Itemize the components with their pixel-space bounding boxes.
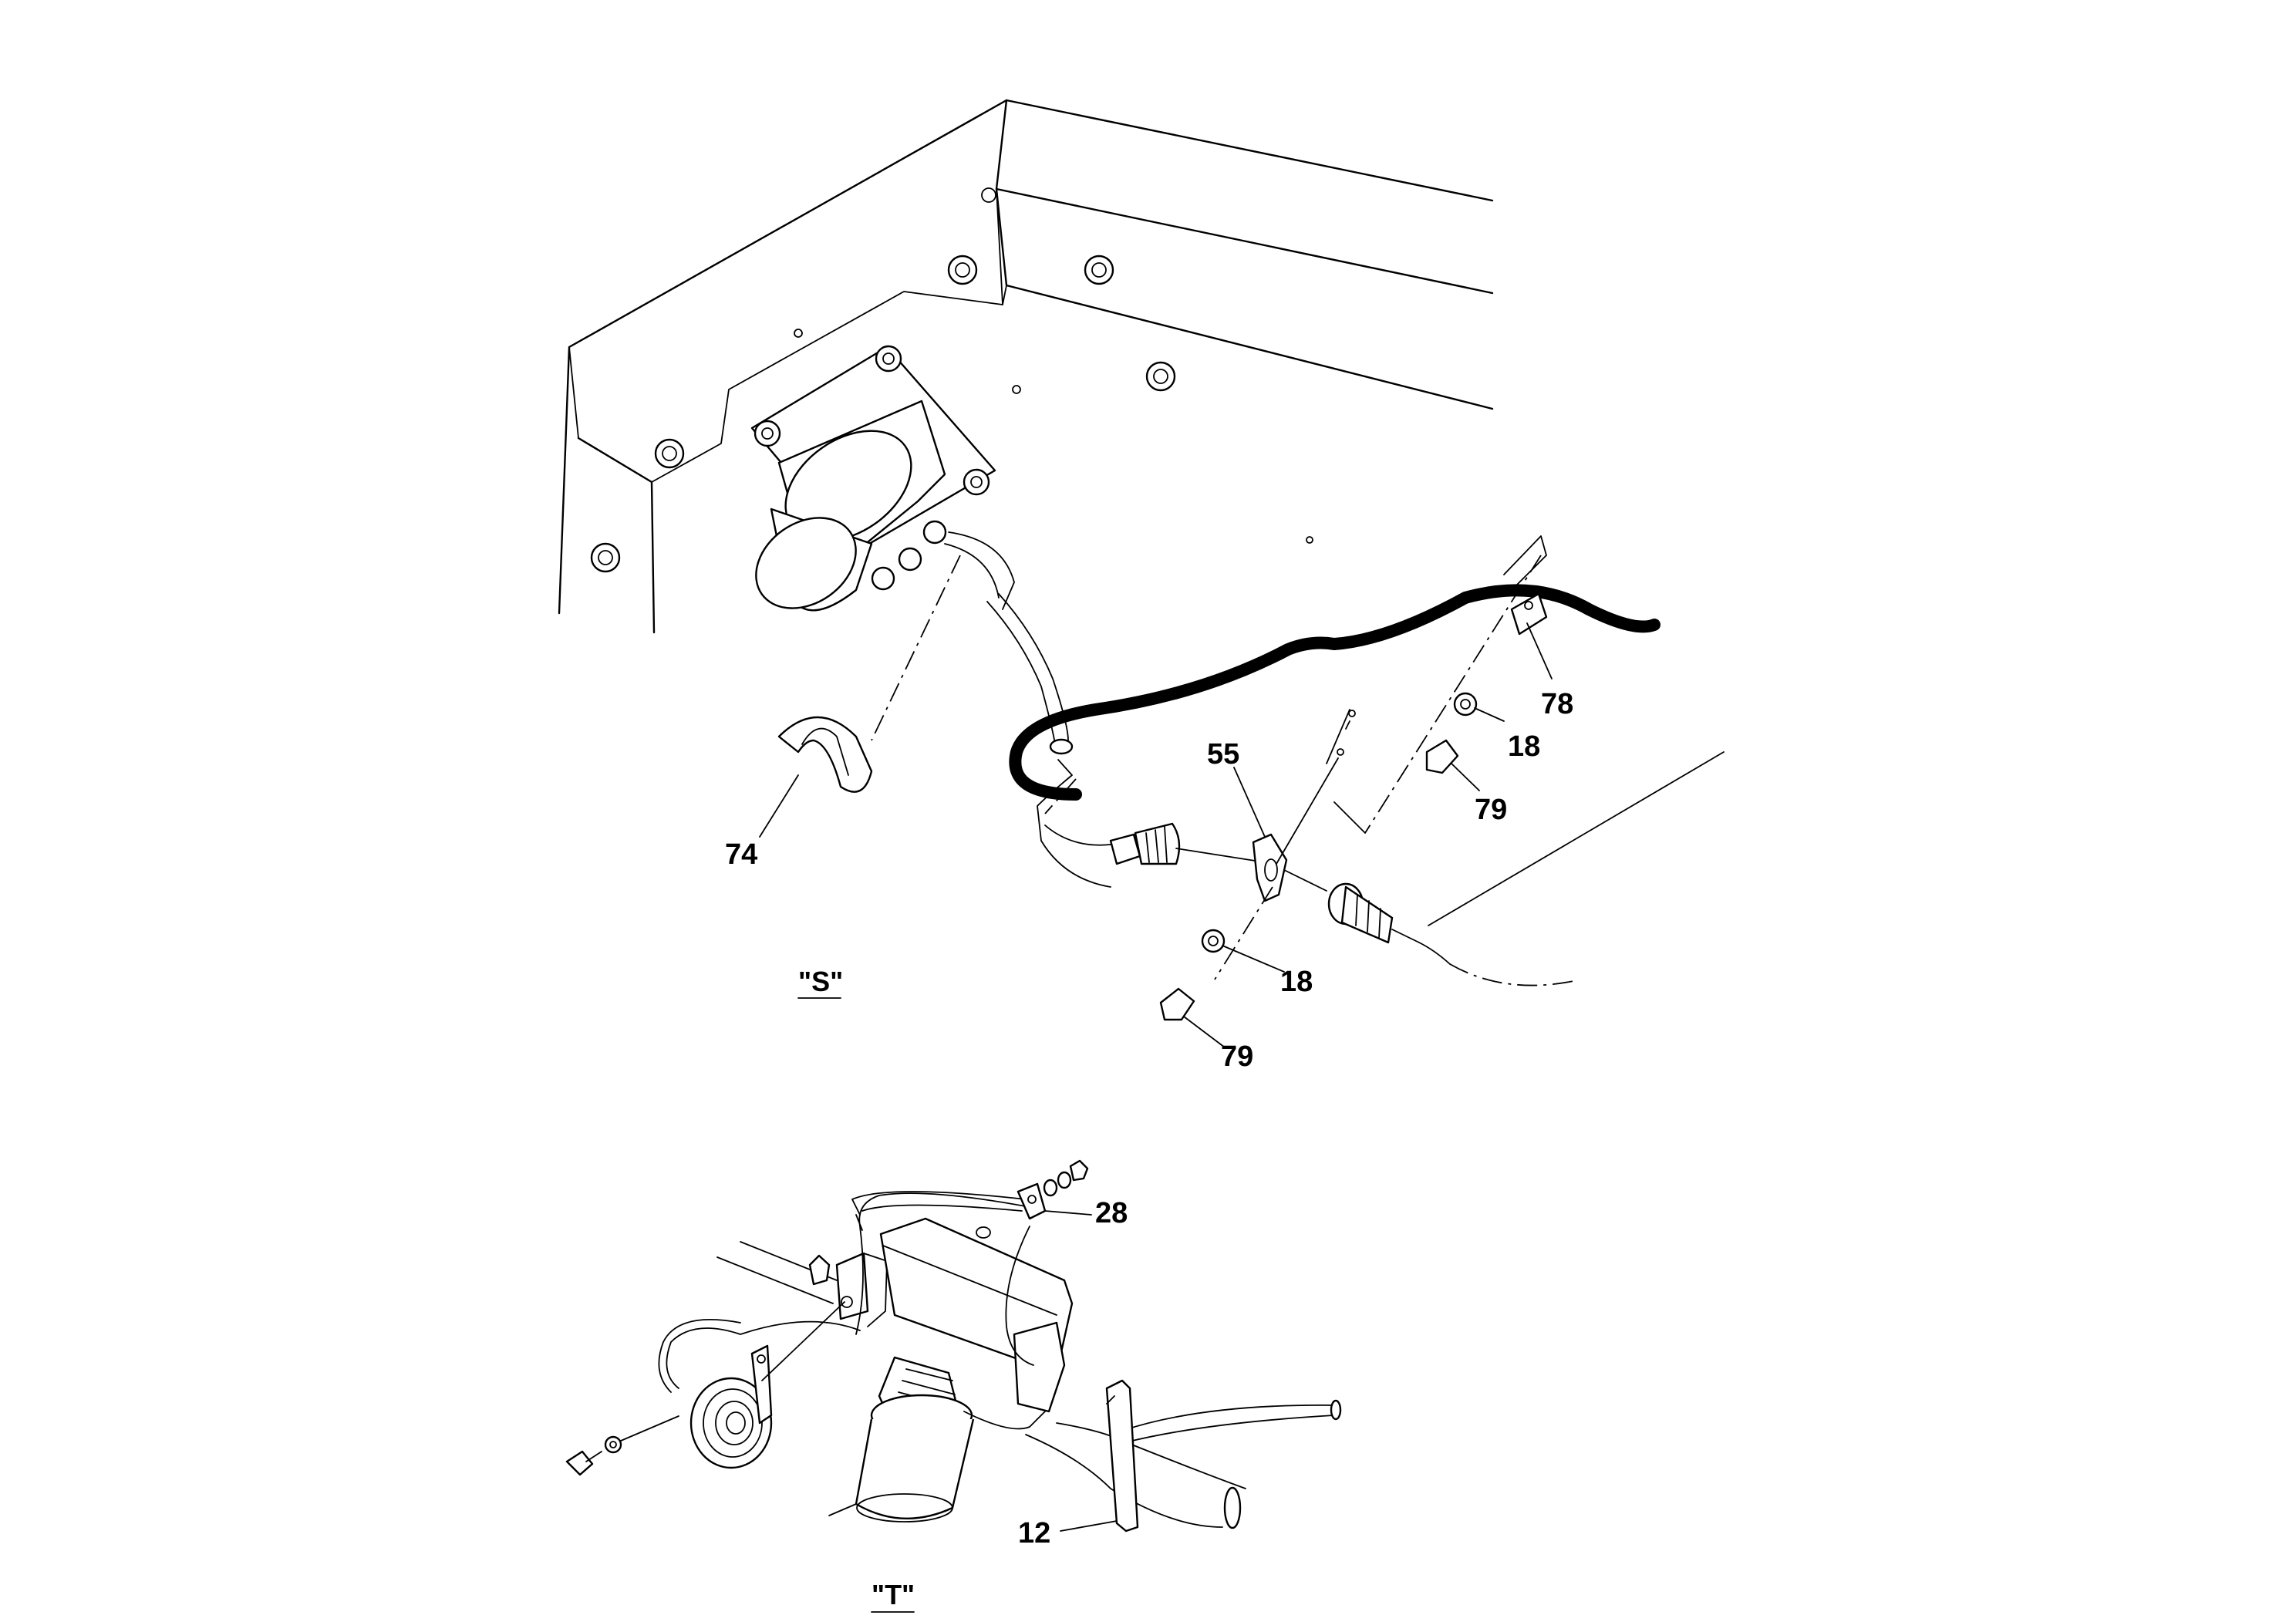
callout-28: 28 bbox=[1095, 1197, 1128, 1229]
leader-12 bbox=[1060, 1520, 1118, 1532]
callout-74: 74 bbox=[725, 838, 757, 871]
frame-bolts bbox=[590, 187, 1313, 573]
bolt-part bbox=[1159, 987, 1195, 1021]
bolt-part bbox=[1425, 739, 1459, 774]
clamp-hardware bbox=[855, 1159, 1089, 1366]
leader-18a bbox=[1474, 707, 1505, 722]
callout-79: 79 bbox=[1475, 794, 1507, 826]
solenoid-unit bbox=[750, 345, 1015, 612]
cable-bracket bbox=[1333, 535, 1548, 834]
hose-assembly bbox=[1025, 1379, 1342, 1533]
bolt-head-icon bbox=[1084, 255, 1114, 285]
callout-12: 12 bbox=[1018, 1517, 1050, 1549]
leader-18b bbox=[1222, 945, 1285, 973]
svg-text:"T": "T" bbox=[872, 1579, 915, 1610]
motor-cylinder bbox=[828, 1356, 1046, 1523]
leader-55 bbox=[1233, 767, 1266, 838]
frame-panel bbox=[558, 99, 1725, 926]
u-clip-part bbox=[777, 716, 873, 793]
bolt-head-icon bbox=[1145, 361, 1176, 392]
leader-78 bbox=[1526, 622, 1553, 679]
callout-18: 18 bbox=[1508, 730, 1540, 763]
view-s-assembly: 74 55 78 18 79 18 79 "S" bbox=[558, 99, 1725, 1073]
leader-79b bbox=[1183, 1016, 1226, 1048]
callout-55: 55 bbox=[1207, 738, 1239, 771]
callout-79: 79 bbox=[1221, 1040, 1253, 1073]
bolt-head-icon bbox=[654, 438, 685, 469]
screw-part bbox=[565, 1415, 679, 1476]
svg-text:"S": "S" bbox=[798, 966, 843, 997]
bolt-head-icon bbox=[947, 255, 978, 285]
leader-79a bbox=[1451, 763, 1480, 791]
view-t-assembly: 28 12 "T" bbox=[565, 1159, 1342, 1613]
main-cable bbox=[1009, 584, 1660, 801]
leader-28 bbox=[1044, 1210, 1092, 1216]
wiring-loom bbox=[871, 555, 1111, 888]
view-label-t: "T" bbox=[871, 1579, 915, 1613]
view-label-s: "S" bbox=[797, 966, 843, 999]
washer-part bbox=[1201, 929, 1226, 953]
washer-part bbox=[1453, 692, 1478, 717]
horn-part bbox=[658, 1301, 861, 1469]
bolt-head-icon bbox=[590, 542, 621, 573]
callout-78: 78 bbox=[1541, 688, 1573, 720]
callout-18: 18 bbox=[1280, 966, 1313, 998]
leader-74 bbox=[759, 774, 799, 838]
connector-plug bbox=[1044, 709, 1574, 986]
